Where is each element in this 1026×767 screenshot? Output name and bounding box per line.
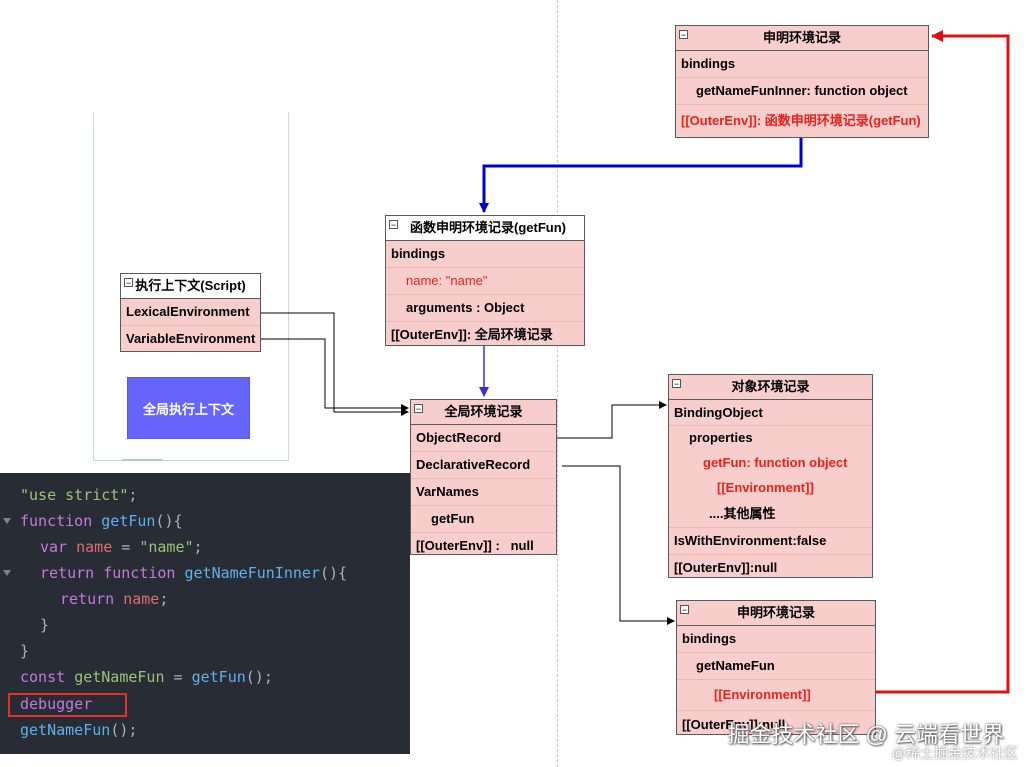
properties-row: properties [689, 430, 753, 445]
object-record-row: ObjectRecord [411, 425, 556, 452]
divider-line [557, 0, 558, 767]
func-env-title: 函数申明环境记录(getFun) [410, 220, 566, 235]
object-env-box: − 对象环境记录 BindingObject properties getFun… [668, 374, 873, 578]
bindings-row: bindings [677, 626, 875, 653]
decl-env-bottom-title: 申明环境记录 [736, 605, 815, 620]
code-line-2: function getFun(){ [20, 512, 183, 530]
getnamefun-binding-row: getNameFun [677, 653, 875, 680]
lexical-env-row: LexicalEnvironment [121, 299, 260, 326]
declarative-record-row: DeclarativeRecord [411, 452, 556, 479]
declarative-record-arrow [562, 465, 675, 625]
global-env-title: 全局环境记录 [444, 404, 523, 419]
bindings-row: bindings [676, 51, 928, 78]
watermark-sub: @稀土掘金技术社区 [891, 745, 1018, 761]
arguments-row: arguments : Object [386, 295, 584, 322]
code-line-5: return name; [60, 590, 169, 608]
code-line-8: const getNameFun = getFun(); [20, 668, 273, 686]
context-stack-panel [93, 112, 289, 461]
debugger-highlight [8, 693, 127, 717]
other-properties-row: ....其他属性 [669, 501, 872, 528]
environment-slot-row: [[Environment]] [717, 480, 814, 495]
var-names-row: VarNames [411, 479, 556, 506]
code-line-10: getNameFun(); [20, 721, 138, 739]
exec-context-title-bar: − 执行上下文(Script) [121, 274, 260, 299]
watermark-main: 掘金技术社区 @ 云端看世界 [727, 722, 1004, 747]
outer-env-row: [[OuterEnv]]:null [682, 717, 786, 732]
outer-env-blue-arrow [479, 138, 803, 213]
decl-env-bottom-box: − 申明环境记录 bindings getNameFun [[Environme… [676, 600, 876, 735]
code-line-7: } [20, 642, 30, 660]
collapse-icon[interactable]: − [679, 30, 688, 40]
outer-env-row: [[OuterEnv]]:null [674, 560, 778, 575]
collapse-icon[interactable]: − [414, 404, 423, 414]
environment-slot-row: [[Environment]] [677, 680, 875, 711]
exec-context-box: − 执行上下文(Script) LexicalEnvironment Varia… [120, 273, 261, 352]
decl-env-top-title-bar: − 申明环境记录 [676, 26, 928, 51]
collapse-icon[interactable]: − [672, 379, 681, 389]
object-env-title-bar: − 对象环境记录 [669, 375, 872, 400]
object-record-arrow [557, 401, 667, 439]
collapse-icon[interactable]: − [124, 278, 133, 288]
code-line-1: "use strict"; [20, 486, 138, 504]
getfun-property-row: getFun: function object [703, 455, 848, 470]
name-binding-row: name: "name" [386, 268, 584, 295]
binding-object-row: BindingObject [669, 400, 872, 426]
code-line-6: } [40, 616, 50, 634]
decl-env-top-box: − 申明环境记录 bindings getNameFunInner: funct… [675, 25, 929, 138]
fold-icon[interactable] [3, 570, 11, 576]
variable-env-row: VariableEnvironment [126, 331, 256, 346]
var-name-getfun-row: getFun [411, 506, 556, 533]
global-env-title-bar: − 全局环境记录 [411, 400, 556, 425]
func-env-box: − 函数申明环境记录(getFun) bindings name: "name"… [385, 215, 585, 346]
collapse-icon[interactable]: − [389, 220, 398, 230]
outer-env-row: [[OuterEnv]]: 函数申明环境记录(getFun) [681, 113, 921, 128]
bindings-row: bindings [386, 241, 584, 268]
decl-env-bottom-title-bar: − 申明环境记录 [677, 601, 875, 626]
func-env-title-bar: − 函数申明环境记录(getFun) [386, 216, 584, 241]
global-exec-context: 全局执行上下文 [127, 377, 250, 439]
outer-env-row: [[OuterEnv]] : null [416, 538, 534, 553]
outer-env-row: [[OuterEnv]]: 全局环境记录 [391, 327, 553, 342]
code-line-9: debugger [20, 695, 93, 713]
inner-function-row: getNameFunInner: function object [676, 78, 928, 105]
decl-env-top-title: 申明环境记录 [762, 30, 841, 45]
code-line-4: return function getNameFunInner(){ [40, 564, 348, 582]
environment-red-arrow [876, 30, 1010, 694]
code-line-3: var name = "name"; [40, 538, 203, 556]
context-stack-base [122, 459, 162, 461]
object-env-title: 对象环境记录 [731, 379, 810, 394]
variable-env-arrow [261, 338, 409, 412]
lexical-env-arrow [261, 312, 409, 416]
exec-context-title: 执行上下文(Script) [135, 278, 246, 293]
global-env-box: − 全局环境记录 ObjectRecord DeclarativeRecord … [410, 399, 557, 555]
is-with-environment-row: IsWithEnvironment:false [669, 528, 872, 555]
collapse-icon[interactable]: − [680, 605, 689, 615]
code-editor: "use strict"; function getFun(){ var nam… [0, 473, 410, 754]
fold-icon[interactable] [3, 518, 11, 524]
